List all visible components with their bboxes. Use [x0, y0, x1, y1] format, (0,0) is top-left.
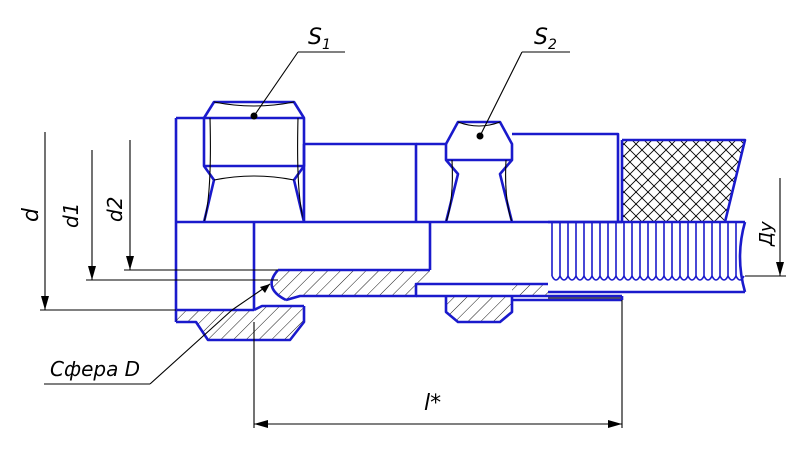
label-d2: d2 [103, 197, 127, 222]
corrugation-fold [711, 275, 721, 281]
fitting-body [302, 142, 446, 222]
corrugation-fold [599, 275, 609, 281]
label-d: d [19, 207, 44, 222]
corrugation-fold [727, 275, 737, 281]
corrugation-fold [615, 275, 625, 281]
corrugation-fold [663, 275, 673, 281]
corrugation-fold [559, 275, 569, 281]
leader-sphere [44, 283, 271, 385]
corrugation-fold [551, 275, 561, 281]
corrugation-fold [607, 275, 617, 281]
corrugation-fold [695, 275, 705, 281]
corrugation-fold [671, 275, 681, 281]
dim-d [40, 132, 176, 311]
dim-length [253, 300, 623, 428]
corrugation-fold [703, 275, 713, 281]
corrugation-fold [623, 275, 633, 281]
corrugation-fold [647, 275, 657, 281]
section-lower-half [174, 222, 624, 342]
label-s2: S2 [534, 25, 557, 53]
label-du: Ду [756, 221, 777, 247]
corrugated-hose [548, 220, 747, 299]
corrugation-fold [687, 275, 697, 281]
nut-s2 [444, 120, 620, 223]
union-nut-s1 [174, 100, 306, 223]
dim-d2 [124, 140, 278, 271]
corrugation-fold [567, 275, 577, 281]
corrugation-fold [639, 275, 649, 281]
corrugation-fold [591, 275, 601, 281]
label-d1: d1 [59, 203, 83, 228]
corrugation-fold [679, 275, 689, 281]
corrugation-fold [719, 275, 729, 281]
label-length: l* [424, 391, 441, 416]
corrugation-fold [631, 275, 641, 281]
dim-du [745, 178, 786, 277]
label-s1: S1 [308, 25, 331, 53]
corrugation-fold [583, 275, 593, 281]
label-sphere: Сфера D [50, 357, 140, 381]
corrugation-fold [655, 275, 665, 281]
leader-s2 [479, 51, 570, 137]
corrugation-fold [575, 275, 585, 281]
corrugation-fold [735, 275, 745, 281]
hose-braid [620, 138, 747, 223]
dim-d1 [86, 150, 278, 281]
leader-s1 [253, 51, 345, 117]
